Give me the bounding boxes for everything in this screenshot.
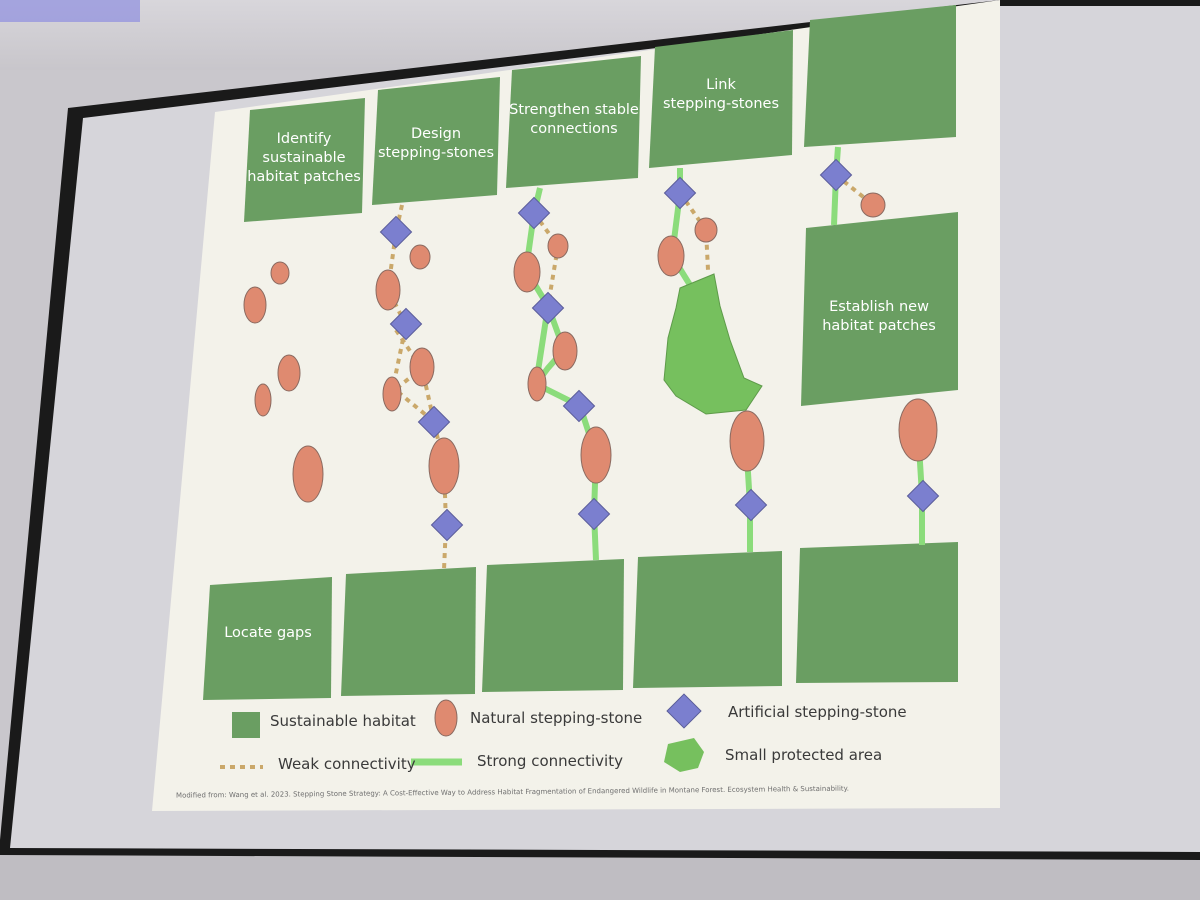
natural-stone <box>277 354 301 392</box>
legend-weak-connectivity: Weak connectivity <box>278 755 416 773</box>
natural-stone <box>254 383 272 417</box>
legend-habitat-swatch <box>232 712 260 738</box>
box-locate-gaps <box>203 577 332 700</box>
legend-strong-connectivity: Strong connectivity <box>477 752 623 770</box>
label-design: Design stepping-stones <box>378 126 494 161</box>
small-protected-area <box>663 273 763 415</box>
legend-natural-stone-swatch <box>434 699 458 737</box>
artificial-stone <box>430 508 464 542</box>
legend-protected-swatch <box>664 738 704 772</box>
weak-connectivity-path <box>678 191 710 271</box>
legend-artificial-stone-swatch <box>666 693 702 729</box>
natural-stone <box>513 251 541 293</box>
natural-stone <box>547 233 569 259</box>
box-bottom-5 <box>796 542 958 683</box>
artificial-stone <box>517 196 551 230</box>
legend-natural-stepping-stone: Natural stepping-stone <box>470 709 643 727</box>
natural-stone <box>409 347 435 387</box>
artificial-stone <box>906 479 940 513</box>
natural-stone <box>552 331 578 371</box>
legend-small-protected-area: Small protected area <box>725 746 883 764</box>
label-establish: Establish new habitat patches <box>822 299 936 334</box>
legend-artificial-stepping-stone: Artificial stepping-stone <box>728 703 907 721</box>
weak-connectivity-path <box>834 173 874 206</box>
artificial-stone <box>734 488 768 522</box>
natural-stone <box>243 286 267 324</box>
artificial-stone <box>531 291 565 325</box>
box-top-right <box>804 5 956 147</box>
natural-stone <box>409 244 431 270</box>
room-light <box>0 0 140 22</box>
box-bottom-4 <box>633 551 782 688</box>
natural-stone <box>729 410 765 472</box>
label-link: Link stepping-stones <box>663 77 779 112</box>
natural-stone <box>694 217 718 243</box>
natural-stone <box>428 437 460 495</box>
natural-stone <box>270 261 290 285</box>
box-establish <box>801 212 958 406</box>
box-bottom-2 <box>341 567 476 696</box>
natural-stone <box>382 376 402 412</box>
natural-stone <box>527 366 547 402</box>
box-design <box>372 77 500 205</box>
natural-stone <box>898 398 938 462</box>
legend-sustainable-habitat: Sustainable habitat <box>270 712 416 730</box>
label-identify: Identify sustainable habitat patches <box>247 131 361 185</box>
artificial-stone <box>577 497 611 531</box>
box-identify <box>244 98 365 222</box>
artificial-stone <box>819 158 853 192</box>
artificial-stone <box>379 215 413 249</box>
natural-stone <box>292 445 324 503</box>
label-strengthen: Strengthen stable connections <box>509 102 639 137</box>
natural-stone <box>375 269 401 311</box>
box-link <box>649 30 793 168</box>
artificial-stone <box>562 389 596 423</box>
artificial-stone <box>389 307 423 341</box>
box-strengthen <box>506 56 641 188</box>
box-bottom-3 <box>482 559 624 692</box>
natural-stone <box>657 235 685 277</box>
artificial-stone <box>663 176 697 210</box>
natural-stone <box>580 426 612 484</box>
natural-stone <box>860 192 886 218</box>
artificial-stone <box>417 405 451 439</box>
weak-connectivity-path <box>385 204 449 571</box>
label-locate-gaps: Locate gaps <box>224 625 312 641</box>
